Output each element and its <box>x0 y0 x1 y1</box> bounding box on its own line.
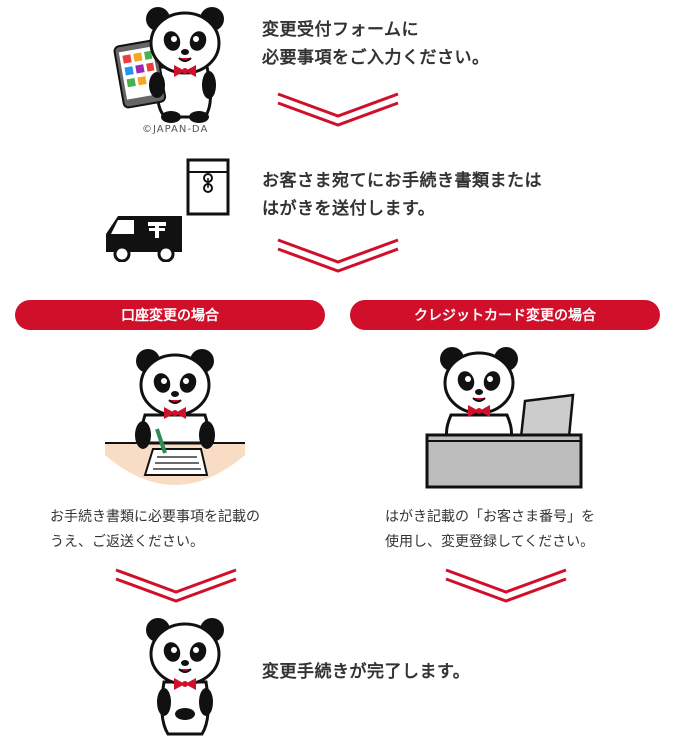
step1-text: 変更受付フォームに 必要事項をご入力ください。 <box>262 20 490 68</box>
panda-bowing-icon <box>144 618 226 736</box>
branch-label-credit-card: クレジットカード変更の場合 <box>350 300 660 330</box>
final-step-text: 変更手続きが完了します。 <box>262 662 471 682</box>
panda-with-tablet-icon <box>113 5 226 123</box>
panda-at-computer-icon <box>425 345 583 489</box>
branch-right-text: はがき記載の「お客さま番号」を 使用し、変更登録してください。 <box>385 509 595 550</box>
copyright-credit: ©JAPAN-DA <box>142 124 209 135</box>
delivery-truck-icon <box>106 216 182 262</box>
step2-text: お客さま宛てにお手続き書類または はがきを送付します。 <box>262 171 542 219</box>
chevron-down-icon <box>277 92 399 127</box>
chevron-down-icon <box>115 568 237 603</box>
envelope-icon <box>186 158 230 216</box>
panda-writing-icon <box>105 347 245 485</box>
chevron-down-icon <box>277 238 399 273</box>
chevron-down-icon <box>445 568 567 603</box>
branch-label-account: 口座変更の場合 <box>15 300 325 330</box>
branch-left-text: お手続き書類に必要事項を記載の うえ、ご返送ください。 <box>50 509 260 550</box>
